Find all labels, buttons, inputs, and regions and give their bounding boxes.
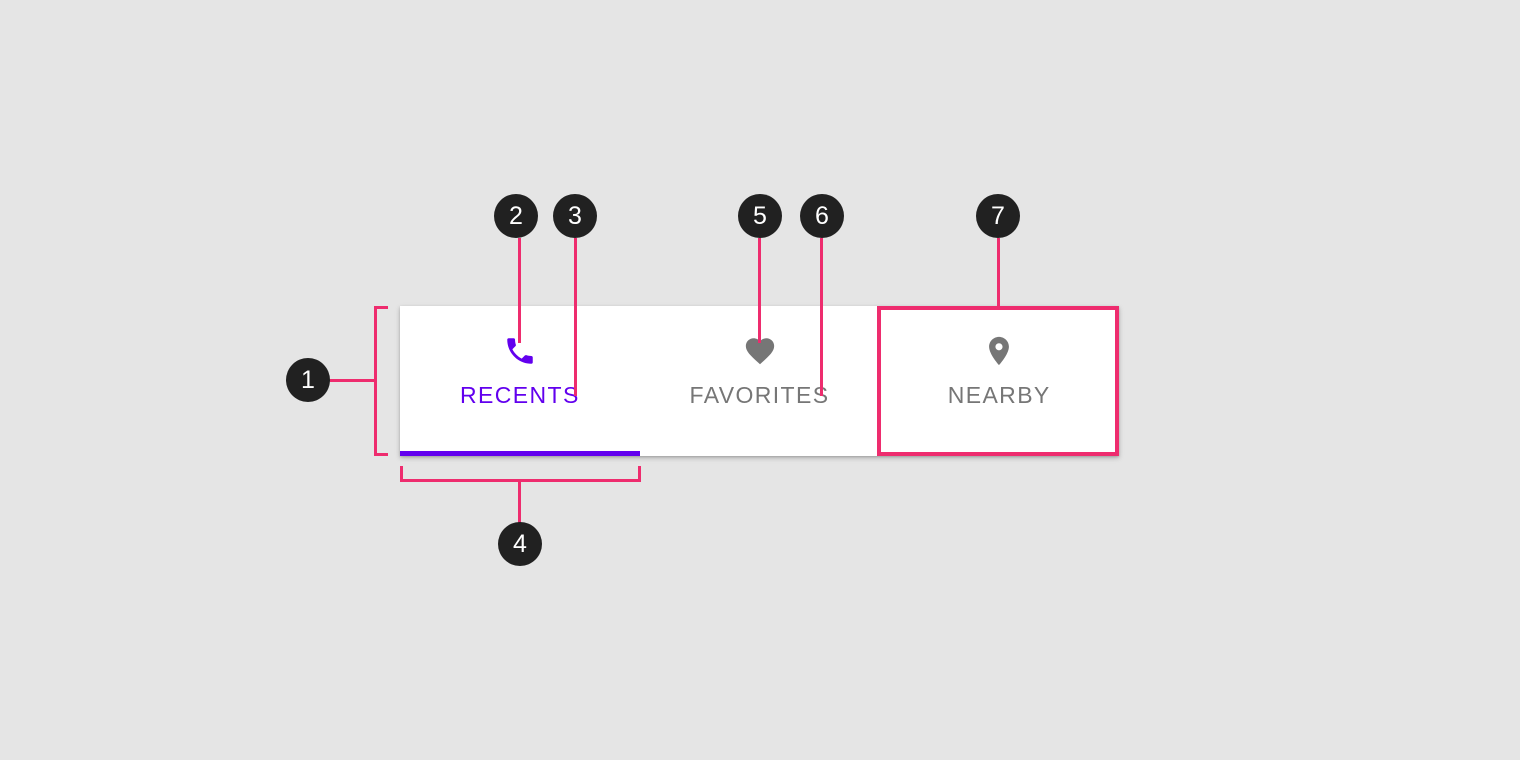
callout-box-nearby (877, 306, 1119, 456)
callout-4-bracket-tick-left (400, 466, 403, 480)
tab-nearby[interactable]: NEARBY (879, 306, 1119, 456)
callout-badge-2[interactable]: 2 (494, 194, 538, 238)
active-tab-indicator (400, 451, 640, 456)
tab-label-favorites: FAVORITES (689, 382, 830, 408)
tab-recents[interactable]: RECENTS (400, 306, 640, 456)
callout-1-bracket-tick-top (374, 306, 388, 309)
callout-badge-4[interactable]: 4 (498, 522, 542, 566)
callout-badge-7[interactable]: 7 (976, 194, 1020, 238)
callout-badge-6[interactable]: 6 (800, 194, 844, 238)
callout-badge-1[interactable]: 1 (286, 358, 330, 402)
phone-icon (503, 334, 537, 368)
callout-4-leader (518, 479, 521, 523)
callout-1-bracket-vertical (374, 306, 377, 456)
callout-4-bracket-tick-right (638, 466, 641, 480)
tab-favorites[interactable]: FAVORITES (640, 306, 880, 456)
callout-7-leader (997, 238, 1000, 308)
tab-label-recents: RECENTS (459, 382, 580, 408)
place-pin-icon (982, 334, 1016, 368)
callout-4-bracket-horizontal (400, 479, 641, 482)
heart-icon (743, 334, 777, 368)
tab-label-nearby: NEARBY (947, 382, 1051, 408)
callout-1-leader (330, 379, 376, 382)
callout-badge-3[interactable]: 3 (553, 194, 597, 238)
callout-badge-5[interactable]: 5 (738, 194, 782, 238)
callout-1-bracket-tick-bottom (374, 453, 388, 456)
